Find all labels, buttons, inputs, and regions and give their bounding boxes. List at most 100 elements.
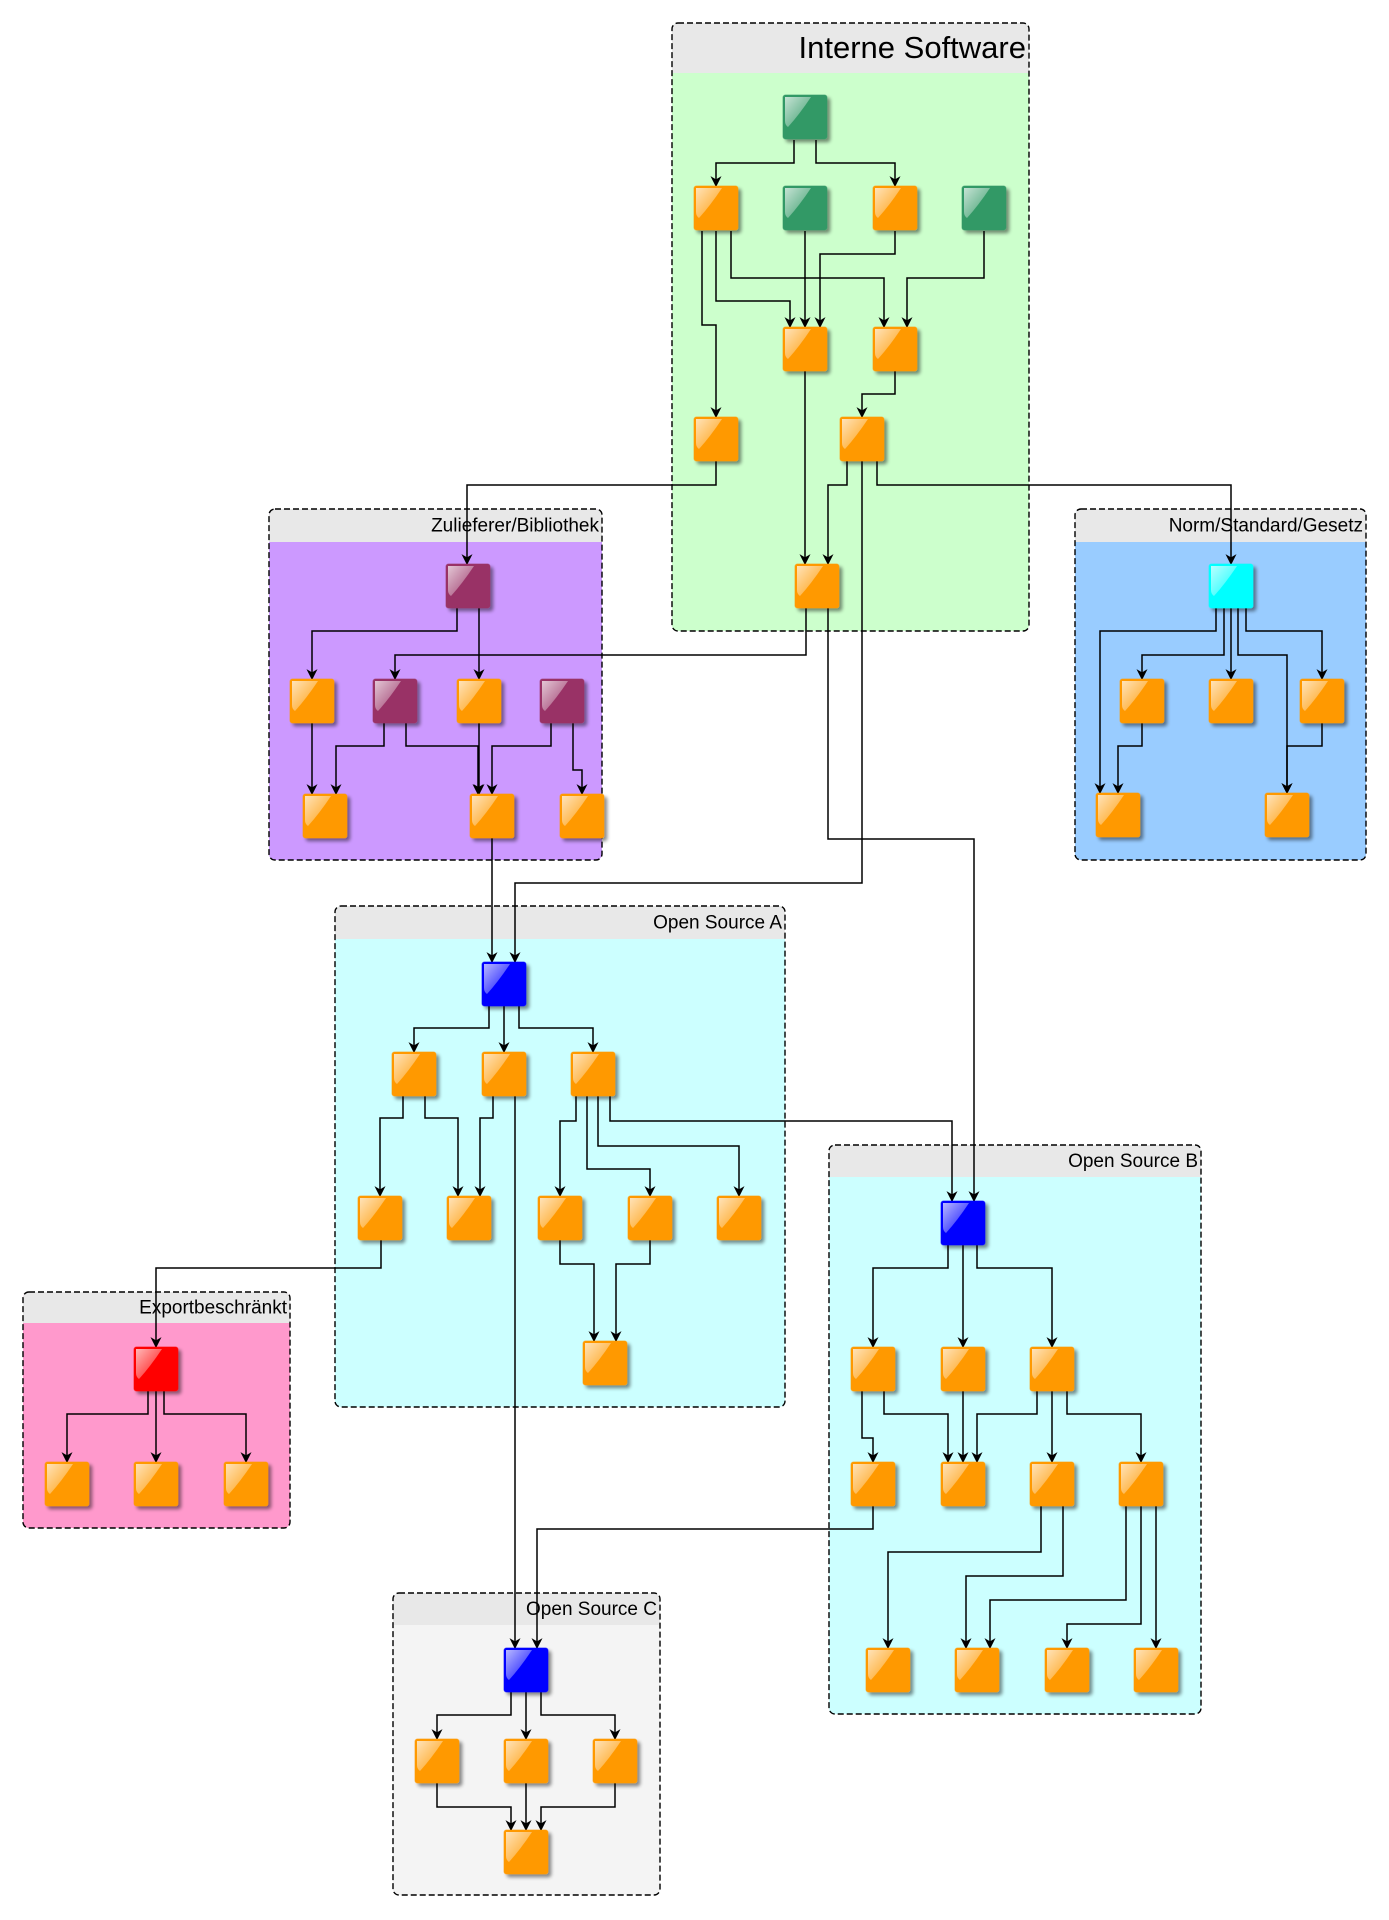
node-component[interactable] (850, 1346, 896, 1392)
node-component[interactable] (537, 1195, 583, 1241)
node-component[interactable] (456, 678, 502, 724)
group-header (335, 906, 785, 939)
edge-i10-to-b1 (827, 608, 980, 1203)
gloss-highlight (1121, 1464, 1147, 1494)
node-component[interactable] (850, 1461, 896, 1507)
node-component[interactable] (872, 185, 918, 231)
node-component[interactable] (627, 1195, 673, 1241)
group-osa: Open Source A (334, 905, 786, 1408)
node-component[interactable] (794, 563, 840, 609)
edge-i8-to-z1 (461, 461, 717, 566)
node-component[interactable] (940, 1461, 986, 1507)
edge-z3-to-z7 (405, 723, 484, 796)
node-component[interactable] (872, 326, 918, 372)
node-component[interactable] (693, 185, 739, 231)
node-supplier[interactable] (539, 678, 585, 724)
node-component[interactable] (1119, 678, 1165, 724)
group-title: Open Source C (526, 1599, 657, 1620)
node-component[interactable] (839, 416, 885, 462)
node-component[interactable] (446, 1195, 492, 1241)
node-internal[interactable] (782, 185, 828, 231)
edge-i9-to-n1 (876, 461, 1237, 566)
node-component[interactable] (469, 793, 515, 839)
gloss-highlight (853, 1464, 879, 1494)
node-component[interactable] (481, 1051, 527, 1097)
group-border (392, 1592, 661, 1896)
edge-c2-to-c5 (436, 1783, 517, 1832)
node-component[interactable] (44, 1461, 90, 1507)
gloss-highlight (1267, 795, 1293, 825)
edge-a4-to-a8 (586, 1096, 656, 1198)
node-component[interactable] (693, 416, 739, 462)
node-component[interactable] (289, 678, 335, 724)
node-component[interactable] (1095, 792, 1141, 838)
node-component[interactable] (570, 1051, 616, 1097)
node-opensource[interactable] (503, 1647, 549, 1693)
node-component[interactable] (391, 1051, 437, 1097)
edge-b4-to-b6 (971, 1391, 1038, 1464)
group-body (829, 1145, 1201, 1714)
edge-i1-to-i4 (815, 140, 901, 188)
node-component[interactable] (1118, 1461, 1164, 1507)
node-component[interactable] (357, 1195, 403, 1241)
group-header (393, 1593, 660, 1625)
gloss-highlight (630, 1198, 656, 1228)
gloss-highlight (1302, 681, 1328, 711)
node-export[interactable] (133, 1346, 179, 1392)
gloss-highlight (459, 681, 485, 711)
edge-a7-to-a10 (559, 1240, 600, 1343)
node-component[interactable] (133, 1461, 179, 1507)
gloss-highlight (562, 796, 588, 826)
node-component[interactable] (223, 1461, 269, 1507)
edge-z5-to-z7 (486, 723, 552, 796)
gloss-highlight (875, 329, 901, 359)
gloss-highlight (943, 1349, 969, 1379)
gloss-highlight (136, 1349, 162, 1379)
group-border (334, 905, 786, 1408)
node-component[interactable] (1264, 792, 1310, 838)
gloss-highlight (1032, 1349, 1058, 1379)
edge-i9-to-a1 (509, 461, 863, 964)
node-supplier[interactable] (372, 678, 418, 724)
node-norm[interactable] (1208, 563, 1254, 609)
node-component[interactable] (503, 1738, 549, 1784)
node-component[interactable] (1029, 1461, 1075, 1507)
edge-n1-to-n6 (1245, 608, 1328, 681)
node-supplier[interactable] (445, 563, 491, 609)
node-component[interactable] (865, 1647, 911, 1693)
node-component[interactable] (414, 1738, 460, 1784)
node-opensource[interactable] (481, 961, 527, 1007)
group-title: Open Source B (1068, 1151, 1198, 1172)
node-component[interactable] (954, 1647, 1000, 1693)
edge-i9-to-i10 (822, 461, 848, 566)
node-component[interactable] (582, 1340, 628, 1386)
group-header (1075, 509, 1366, 542)
node-component[interactable] (1208, 678, 1254, 724)
node-opensource[interactable] (940, 1200, 986, 1246)
node-component[interactable] (592, 1738, 638, 1784)
group-title: Exportbeschränkt (139, 1297, 288, 1318)
node-component[interactable] (1029, 1346, 1075, 1392)
node-component[interactable] (1044, 1647, 1090, 1693)
edge-n4-to-n6 (1281, 723, 1323, 795)
edge-c1-to-c2 (431, 1692, 512, 1741)
gloss-highlight (943, 1203, 969, 1233)
group-title: Norm/Standard/Gesetz (1169, 515, 1363, 536)
edge-i7-to-i9 (856, 371, 896, 419)
node-component[interactable] (1299, 678, 1345, 724)
node-component[interactable] (782, 326, 828, 372)
node-component[interactable] (559, 793, 605, 839)
node-component[interactable] (1133, 1647, 1179, 1693)
node-internal[interactable] (782, 94, 828, 140)
node-component[interactable] (716, 1195, 762, 1241)
node-internal[interactable] (961, 185, 1007, 231)
node-component[interactable] (302, 793, 348, 839)
gloss-highlight (719, 1198, 745, 1228)
group-title: Zulieferer/Bibliothek (431, 515, 599, 536)
gloss-highlight (595, 1741, 621, 1771)
node-component[interactable] (940, 1346, 986, 1392)
gloss-highlight (785, 329, 811, 359)
gloss-highlight (506, 1832, 532, 1862)
node-component[interactable] (503, 1829, 549, 1875)
